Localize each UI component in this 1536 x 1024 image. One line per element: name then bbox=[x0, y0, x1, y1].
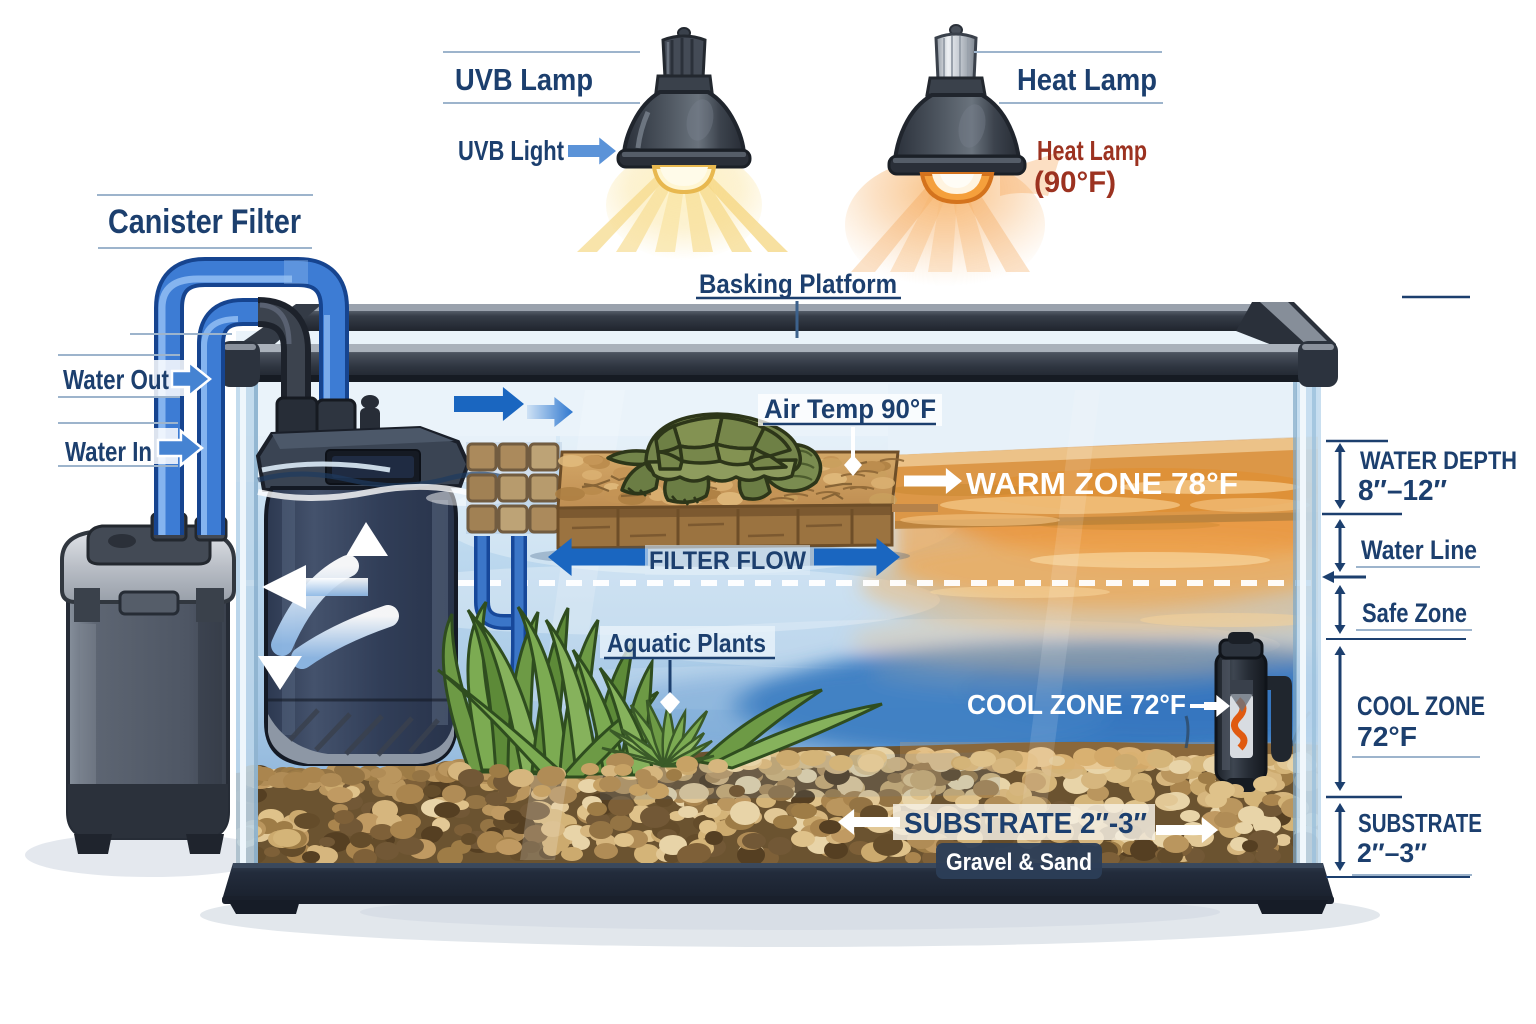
svg-text:Safe Zone: Safe Zone bbox=[1362, 598, 1467, 628]
svg-text:FILTER FLOW: FILTER FLOW bbox=[649, 547, 806, 575]
svg-text:COOL ZONE 72°F: COOL ZONE 72°F bbox=[967, 689, 1186, 720]
svg-text:Water Out: Water Out bbox=[63, 364, 169, 395]
svg-text:SUBSTRATE: SUBSTRATE bbox=[1358, 808, 1482, 838]
svg-text:Air Temp 90°F: Air Temp 90°F bbox=[764, 394, 936, 424]
svg-text:72°F: 72°F bbox=[1357, 721, 1417, 752]
svg-text:Water Line: Water Line bbox=[1361, 535, 1477, 565]
svg-text:Canister Filter: Canister Filter bbox=[108, 203, 301, 241]
svg-text:Gravel & Sand: Gravel & Sand bbox=[946, 849, 1092, 876]
svg-text:Heat Lamp: Heat Lamp bbox=[1037, 135, 1147, 166]
svg-text:WARM ZONE 78°F: WARM ZONE 78°F bbox=[966, 466, 1238, 501]
svg-text:UVB Light: UVB Light bbox=[458, 135, 564, 166]
svg-text:COOL ZONE: COOL ZONE bbox=[1357, 691, 1485, 721]
svg-text:8″–12″: 8″–12″ bbox=[1358, 475, 1447, 507]
svg-text:Basking Platform: Basking Platform bbox=[699, 269, 897, 299]
svg-text:Heat Lamp: Heat Lamp bbox=[1017, 62, 1157, 97]
svg-text:SUBSTRATE 2″-3″: SUBSTRATE 2″-3″ bbox=[904, 808, 1147, 840]
svg-text:2″–3″: 2″–3″ bbox=[1357, 838, 1427, 868]
svg-text:UVB Lamp: UVB Lamp bbox=[455, 62, 593, 97]
svg-text:WATER DEPTH: WATER DEPTH bbox=[1360, 447, 1517, 475]
svg-text:Aquatic Plants: Aquatic Plants bbox=[607, 628, 766, 658]
svg-text:Water In: Water In bbox=[65, 436, 152, 467]
svg-text:(90°F): (90°F) bbox=[1034, 166, 1116, 199]
